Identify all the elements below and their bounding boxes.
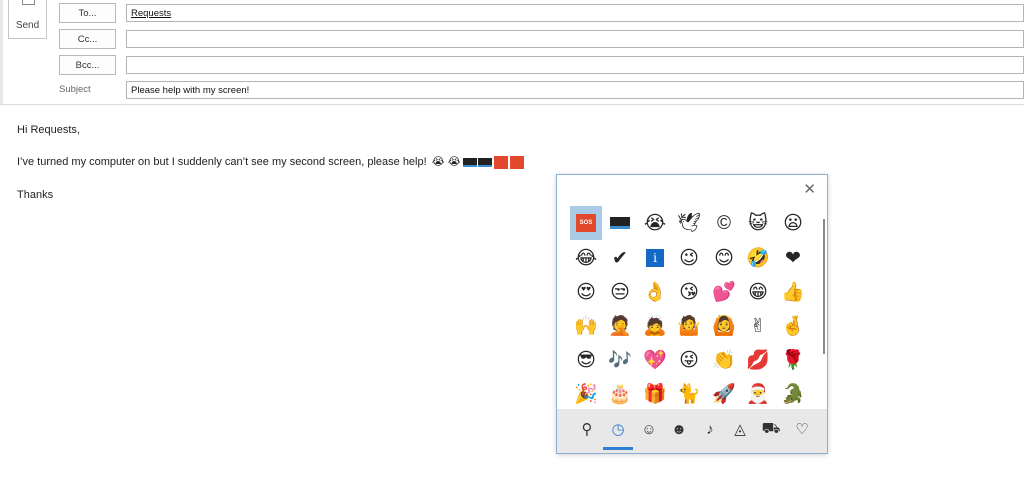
active-tab-indicator xyxy=(603,447,633,450)
to-button[interactable]: To... xyxy=(59,3,116,23)
emoji-cell-icon[interactable]: 🎁 xyxy=(643,383,667,405)
emoji-cell-icon[interactable]: 😁 xyxy=(748,281,768,303)
tab-balloon-icon[interactable]: ♪ xyxy=(706,420,714,438)
send-label: Send xyxy=(15,20,40,31)
info-tile: i xyxy=(646,249,664,267)
send-button[interactable]: Send xyxy=(8,0,47,39)
emoji-cell-icon[interactable]: 🤣 xyxy=(746,247,770,269)
laptop-emoji-icon xyxy=(477,157,492,167)
emoji-cell-icon[interactable]: 😜 xyxy=(679,349,699,371)
compose-left-edge xyxy=(0,0,3,104)
header-divider xyxy=(0,104,1024,105)
emoji-cell-icon[interactable]: 🕊 xyxy=(676,212,702,234)
to-recipient[interactable]: Requests xyxy=(131,8,172,19)
emoji-picker-panel: ✕ SOS 😭 🕊 © 😺 😦 😂 ✔ i 😉 😊 🤣 ❤ 😍 😒 👌 😘 💕 😁 👍 🙌 🤦 🙇 🤷 🙆 ✌ 🤞 😎 🎶 💖 😜 👏 💋 🌹 🎉 🎂… xyxy=(556,174,828,454)
emoji-cell-icon[interactable]: 💖 xyxy=(643,349,667,371)
message-body-line[interactable]: I’ve turned my computer on but I suddenl… xyxy=(17,155,524,169)
emoji-grid: SOS 😭 🕊 © 😺 😦 😂 ✔ i 😉 😊 🤣 ❤ 😍 😒 👌 😘 💕 😁 👍 🙌 🤦 🙇 🤷 🙆 ✌ 🤞 😎 🎶 💖 😜 👏 💋 🌹 🎉 🎂 🎁 🐈… xyxy=(570,203,812,409)
sos-emoji-icon xyxy=(493,155,508,169)
emoji-cell-icon[interactable]: 🤦 xyxy=(608,315,632,337)
tab-heart-icon[interactable]: ♡ xyxy=(795,421,809,438)
emoji-laptop-icon[interactable] xyxy=(604,206,636,240)
emoji-cell-icon[interactable]: 🎅 xyxy=(746,383,770,405)
emoji-cell-icon[interactable]: 😦 xyxy=(783,212,803,234)
emoji-category-tabbar: ⚲ ◷ ☺ ☻ ♪ ◬ ⛟ ♡ xyxy=(557,409,827,453)
emoji-cell-icon[interactable]: 😂 xyxy=(574,247,598,269)
to-field[interactable]: Requests xyxy=(126,4,1024,22)
emoji-cell-icon[interactable]: 🙌 xyxy=(574,315,598,337)
emoji-cell-icon[interactable]: 👏 xyxy=(712,349,736,371)
emoji-cell-icon[interactable]: 😍 xyxy=(576,281,596,303)
emoji-cell-icon[interactable]: 😊 xyxy=(714,247,734,269)
emoji-info-icon[interactable]: i xyxy=(639,241,671,275)
subject-field[interactable]: Please help with my screen! xyxy=(126,81,1024,99)
emoji-cell-icon[interactable]: 🤷 xyxy=(677,315,701,337)
emoji-cell-icon[interactable]: 🌹 xyxy=(781,349,805,371)
message-body-text: I’ve turned my computer on but I suddenl… xyxy=(17,155,427,168)
emoji-cell-icon[interactable]: 👌 xyxy=(643,281,667,303)
emoji-cell-icon[interactable]: © xyxy=(717,212,731,234)
emoji-cell-icon[interactable]: ✌ xyxy=(750,315,766,337)
tab-people-icon[interactable]: ☻ xyxy=(671,420,687,438)
tab-recent-clock-icon[interactable]: ◷ xyxy=(611,421,625,438)
bcc-button[interactable]: Bcc... xyxy=(59,55,116,75)
tab-car-icon[interactable]: ⛟ xyxy=(761,419,781,437)
tab-smiley-icon[interactable]: ☺ xyxy=(641,420,657,438)
emoji-cell-icon[interactable]: 🎶 xyxy=(608,349,632,371)
emoji-cell-icon[interactable]: 😒 xyxy=(610,281,630,303)
crying-face-emoji-icon: 😭 xyxy=(447,156,461,168)
cc-field[interactable] xyxy=(126,30,1024,48)
emoji-cell-icon[interactable]: 🙇 xyxy=(643,315,667,337)
emoji-cell-icon[interactable]: 🤞 xyxy=(781,315,805,337)
emoji-cell-icon[interactable]: 😉 xyxy=(679,247,699,269)
tab-search-icon[interactable]: ⚲ xyxy=(581,421,593,438)
emoji-scrollbar[interactable] xyxy=(823,219,825,354)
emoji-cell-icon[interactable]: 😺 xyxy=(748,212,768,234)
emoji-cell-icon[interactable]: ❤ xyxy=(785,247,801,269)
emoji-cell-icon[interactable]: 😘 xyxy=(679,281,699,303)
close-icon[interactable]: ✕ xyxy=(803,181,816,198)
tab-pizza-icon[interactable]: ◬ xyxy=(734,421,746,438)
cc-button[interactable]: Cc... xyxy=(59,29,116,49)
emoji-cell-icon[interactable]: 💋 xyxy=(746,349,770,371)
bcc-field[interactable] xyxy=(126,56,1024,74)
sos-emoji-icon xyxy=(509,155,524,169)
emoji-cell-icon[interactable]: ✔ xyxy=(612,247,628,269)
emoji-cell-icon[interactable]: 🎂 xyxy=(608,383,632,405)
send-envelope-icon xyxy=(22,0,35,5)
message-signoff[interactable]: Thanks xyxy=(17,189,54,201)
emoji-cell-icon[interactable]: 🙆 xyxy=(712,315,736,337)
emoji-cell-icon[interactable]: 🎉 xyxy=(574,383,598,405)
emoji-cell-icon[interactable]: 🐊 xyxy=(781,383,805,405)
emoji-cell-icon[interactable]: 😭 xyxy=(643,212,667,234)
message-greeting[interactable]: Hi Requests, xyxy=(17,124,80,136)
emoji-cell-icon[interactable]: 👍 xyxy=(781,281,805,303)
emoji-cell-icon[interactable]: 🚀 xyxy=(712,383,736,405)
emoji-cell-icon[interactable]: 💕 xyxy=(712,281,736,303)
emoji-cell-icon[interactable]: 🐈 xyxy=(677,383,701,405)
emoji-cell-icon[interactable]: 😎 xyxy=(576,349,596,371)
laptop-emoji-icon xyxy=(462,157,477,167)
sos-tile: SOS xyxy=(576,214,596,232)
crying-face-emoji-icon: 😭 xyxy=(431,156,445,168)
laptop-tile xyxy=(610,217,630,229)
emoji-sos-icon[interactable]: SOS xyxy=(570,206,602,240)
subject-label: Subject xyxy=(59,84,91,95)
